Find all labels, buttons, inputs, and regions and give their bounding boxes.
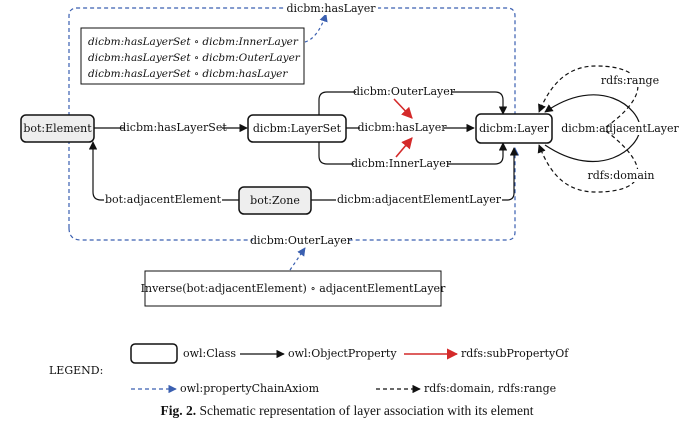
adjacent-element-layer-label: dicbm:adjacentElementLayer [337,193,502,206]
legend-domain-range-label: rdfs:domain, rdfs:range [424,382,556,395]
outer-layer-label: dicbm:OuterLayer [353,85,456,98]
legend-chain-axiom-label: owl:propertyChainAxiom [180,382,320,395]
outer-sub-property-arrow [393,98,413,119]
legend-subproperty-label: rdfs:subPropertyOf [461,347,569,360]
caption-text: Schematic representation of layer associ… [196,403,534,418]
layer-node [475,113,553,144]
chain-axiom-line-3: dicbm:hasLayerSet ∘ dicbm:hasLayer [88,68,288,80]
figure-caption: Fig. 2. Schematic representation of laye… [160,403,533,418]
has-layer-label: dicbm:hasLayer [357,121,447,134]
bottom-chain-label: dicbm:OuterLayer [250,234,353,247]
inverse-chain-label: Inverse(bot:adjacentElement) ∘ adjacentE… [141,282,446,295]
zone-node [238,186,312,215]
inner-layer-label: dicbm:InnerLayer [351,157,452,170]
adjacent-element-arrow [88,141,239,201]
adjacent-layer-label: dicbm:adjacentLayer [561,122,679,135]
adjacent-element-layer-arrow [311,147,519,201]
chain-frame-bottom [68,147,520,241]
range-label: rdfs:range [601,74,659,87]
legend-object-property-label: owl:ObjectProperty [288,347,397,360]
layer-set-node-label: dicbm:LayerSet [253,122,342,135]
chain-axiom-line-1: dicbm:hasLayerSet ∘ dicbm:InnerLayer [88,36,299,48]
inverse-box-pointer [289,247,306,271]
range-loop [538,65,639,128]
chain-axiom-box [80,27,305,85]
chain-axiom-line-2: dicbm:hasLayerSet ∘ dicbm:OuterLayer [88,52,301,64]
legend-class-swatch [130,343,178,364]
domain-loop [537,130,639,193]
inverse-chain-box [144,270,442,307]
adjacent-element-label: bot:adjacentElement [105,193,222,206]
chain-box-pointer [304,13,328,43]
zone-node-label: bot:Zone [250,194,300,207]
inner-sub-property-arrow [395,137,413,158]
element-node-label: bot:Element [23,122,92,135]
legend-title: LEGEND: [49,364,103,377]
domain-label: rdfs:domain [588,169,655,182]
element-node [20,114,95,143]
caption-label: Fig. 2. [160,403,196,418]
has-layer-set-label: dicbm:hasLayerSet [119,121,227,134]
layer-node-label: dicbm:Layer [479,122,549,135]
legend-class-label: owl:Class [183,347,236,360]
layer-set-node [247,114,347,143]
top-chain-label: dicbm:hasLayer [286,2,376,15]
